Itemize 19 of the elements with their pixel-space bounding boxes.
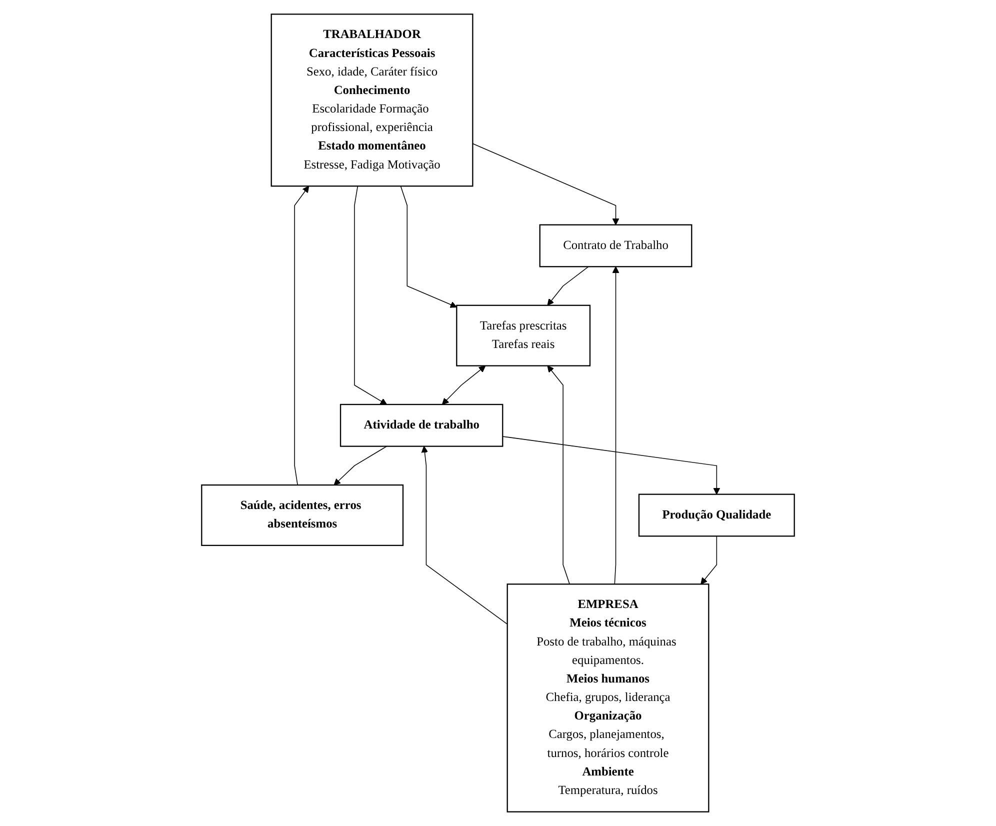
arrow bbox=[612, 266, 620, 585]
node-box: TRABALHADOR Características Pessoais Sexo, idade, Caráter físico Conhecimento Escolaridade Formação profissional, experiência Estado momentâneo Estresse, Fadiga Motivação bbox=[270, 14, 474, 187]
arrow bbox=[547, 365, 570, 585]
arrow bbox=[547, 266, 589, 306]
arrow bbox=[354, 186, 388, 405]
arrow bbox=[421, 446, 508, 625]
node-box: Contrato de Trabalho bbox=[539, 224, 692, 268]
node-box: Saúde, acidentes, erros absenteísmos bbox=[201, 484, 404, 546]
node-box: Produção Qualidade bbox=[638, 494, 795, 537]
arrow bbox=[334, 446, 388, 486]
node-box: EMPRESA Meios técnicos Posto de trabalho, máquinas equipamentos. Meios humanos Chefia, grupos, liderança Organização Cargos, planejamentos, turnos, horários controle Ambiente Temperatura, ruídos bbox=[506, 584, 710, 812]
arrow bbox=[700, 536, 718, 584]
arrow bbox=[400, 186, 457, 308]
node-box: Tarefas prescritas Tarefas reais bbox=[456, 304, 591, 366]
arrow bbox=[472, 143, 620, 226]
node-box: Atividade de trabalho bbox=[340, 404, 504, 447]
arrow bbox=[442, 366, 486, 405]
arrow bbox=[294, 186, 310, 486]
arrow bbox=[502, 436, 720, 495]
